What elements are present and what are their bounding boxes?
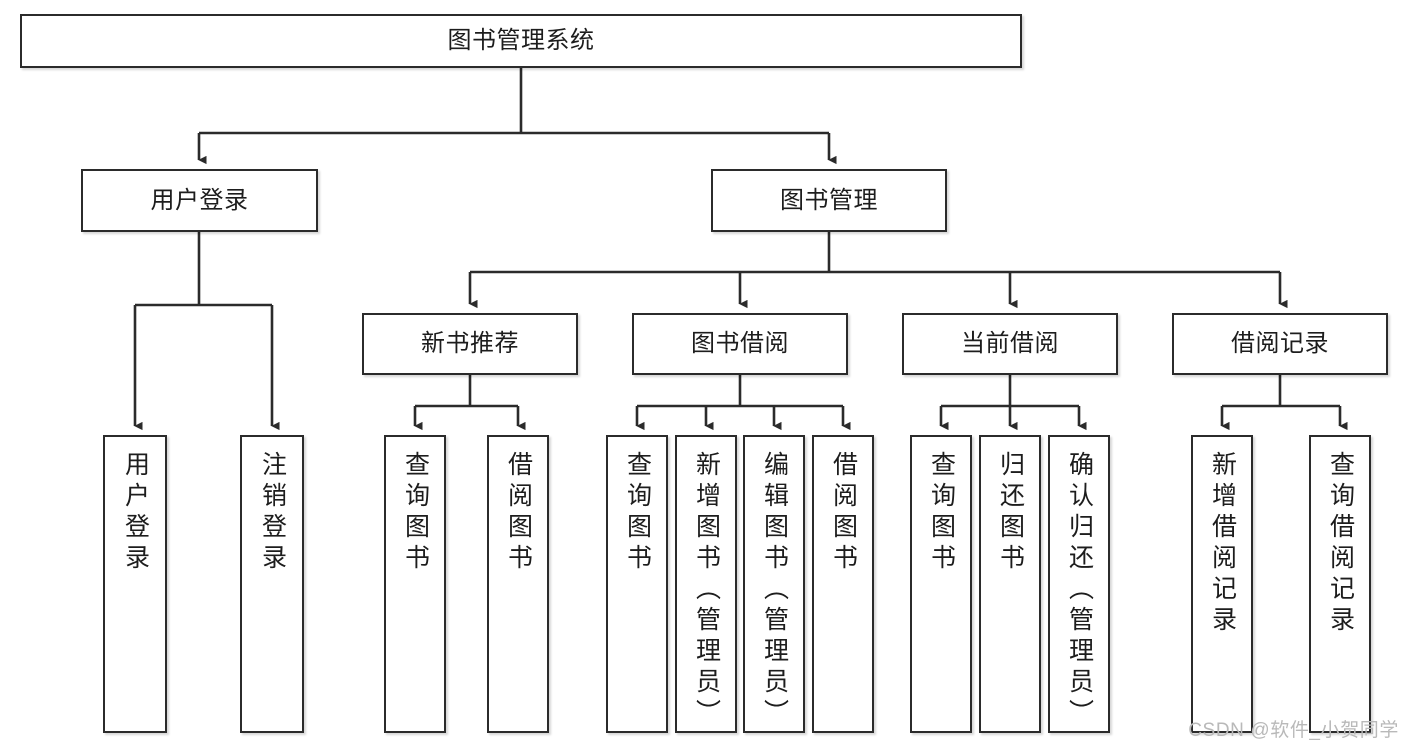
node-label: 当前借阅 <box>961 330 1059 358</box>
node-book-management[interactable]: 图书管理 <box>711 169 947 232</box>
edges-borrow-record-to-leaves <box>1220 375 1348 431</box>
node-label: 查询图书 <box>623 451 652 575</box>
edges-new-book-to-leaves <box>413 375 526 431</box>
node-label: 新增借阅记录 <box>1208 451 1237 637</box>
node-label: 注销登录 <box>258 451 287 575</box>
node-user-login[interactable]: 用户登录 <box>81 169 318 232</box>
node-label: 用户登录 <box>121 451 150 575</box>
node-label: 图书管理系统 <box>447 27 595 55</box>
node-leaf-logout[interactable]: 注销登录 <box>240 435 304 733</box>
node-leaf-borrow-book-recommend[interactable]: 借阅图书 <box>487 435 549 733</box>
node-leaf-query-book-borrow[interactable]: 查询图书 <box>606 435 668 733</box>
node-label: 查询图书 <box>401 451 430 575</box>
node-label: 借阅记录 <box>1231 330 1329 358</box>
node-current-borrowing[interactable]: 当前借阅 <box>902 313 1118 375</box>
node-label: 查询借阅记录 <box>1326 451 1355 637</box>
node-label: 编辑图书（管理员） <box>760 451 789 730</box>
node-leaf-query-book-current[interactable]: 查询图书 <box>910 435 972 733</box>
node-leaf-edit-book-admin[interactable]: 编辑图书（管理员） <box>743 435 805 733</box>
node-label: 确认归还（管理员） <box>1065 451 1094 730</box>
node-leaf-add-borrow-record[interactable]: 新增借阅记录 <box>1191 435 1253 733</box>
node-leaf-add-book-admin[interactable]: 新增图书（管理员） <box>675 435 737 733</box>
node-new-book-recommendation[interactable]: 新书推荐 <box>362 313 578 375</box>
node-leaf-user-login[interactable]: 用户登录 <box>103 435 167 733</box>
node-root-library-management-system[interactable]: 图书管理系统 <box>20 14 1022 68</box>
node-label: 用户登录 <box>150 186 249 214</box>
node-label: 借阅图书 <box>829 451 858 575</box>
node-book-borrowing[interactable]: 图书借阅 <box>632 313 848 375</box>
node-leaf-query-borrow-record[interactable]: 查询借阅记录 <box>1309 435 1371 733</box>
edges-root-to-level2 <box>197 68 837 165</box>
edges-user-login-to-leaves <box>133 232 280 431</box>
node-label: 归还图书 <box>996 451 1025 575</box>
node-leaf-borrow-book[interactable]: 借阅图书 <box>812 435 874 733</box>
edges-book-borrow-to-leaves <box>635 375 851 431</box>
node-label: 借阅图书 <box>504 451 533 575</box>
node-leaf-query-book-recommend[interactable]: 查询图书 <box>384 435 446 733</box>
node-label: 新增图书（管理员） <box>692 451 721 730</box>
edges-book-mgmt-to-level3 <box>468 232 1288 309</box>
node-borrow-records[interactable]: 借阅记录 <box>1172 313 1388 375</box>
node-leaf-confirm-return-admin[interactable]: 确认归还（管理员） <box>1048 435 1110 733</box>
edges-current-borrow-to-leaves <box>939 375 1087 431</box>
node-label: 图书借阅 <box>691 330 789 358</box>
node-label: 查询图书 <box>927 451 956 575</box>
node-label: 图书管理 <box>780 186 878 214</box>
node-leaf-return-book[interactable]: 归还图书 <box>979 435 1041 733</box>
node-label: 新书推荐 <box>421 330 519 358</box>
